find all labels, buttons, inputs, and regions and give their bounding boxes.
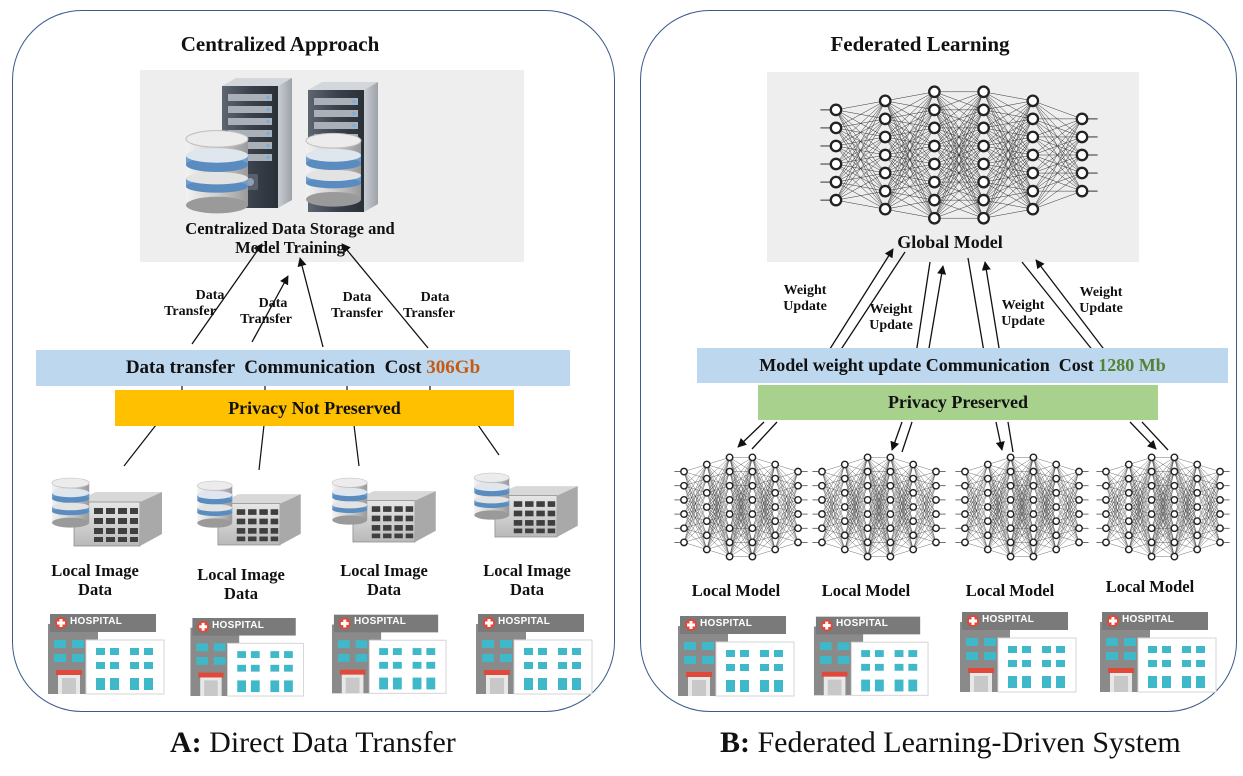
data-transfer-label-line1: Data bbox=[342, 290, 372, 305]
local-image-data-line1: Local Image bbox=[483, 561, 571, 580]
data-transfer-label-line2: Transfer bbox=[240, 312, 292, 328]
database-icon bbox=[305, 132, 362, 208]
privacy-status-bar: Privacy Preserved bbox=[758, 385, 1158, 420]
caption-b-text: Federated Learning-Driven System bbox=[750, 726, 1181, 759]
federated-title: Federated Learning bbox=[830, 32, 1010, 56]
global-neural-network-icon bbox=[820, 85, 1098, 225]
local-image-data-line2: Data bbox=[224, 583, 258, 603]
global-model-box bbox=[767, 72, 1139, 262]
data-transfer-label: Data Transfer bbox=[320, 290, 394, 322]
local-model-label: Local Model bbox=[965, 581, 1055, 600]
data-transfer-label: Data Transfer bbox=[226, 296, 306, 328]
local-image-data-line2: Data bbox=[367, 579, 401, 599]
communication-cost-value: 1280 Mb bbox=[1098, 355, 1166, 375]
data-transfer-label: Data Transfer bbox=[392, 290, 466, 322]
caption-a-letter: A: bbox=[170, 726, 202, 759]
local-image-data-line2: Data bbox=[78, 579, 112, 599]
local-image-data-label: Local Image Data bbox=[186, 565, 296, 604]
local-neural-network-icon bbox=[955, 453, 1089, 561]
local-image-data-line2: Data bbox=[510, 579, 544, 599]
data-transfer-label-line1: Data bbox=[195, 288, 225, 303]
weight-update-label-line1: Weight bbox=[1001, 298, 1045, 313]
weight-update-label-line1: Weight bbox=[783, 283, 827, 298]
local-neural-network-icon bbox=[1096, 453, 1230, 561]
hospital-sign-text: HOSPITAL bbox=[70, 616, 123, 627]
global-model-label: Global Model bbox=[897, 232, 1003, 252]
local-image-data-line1: Local Image bbox=[51, 561, 139, 580]
local-storage-icon bbox=[474, 473, 578, 537]
local-image-data-label: Local Image Data bbox=[40, 561, 150, 600]
local-neural-network-icons bbox=[674, 453, 1230, 561]
communication-cost-bar: Model weight update Communication Cost 1… bbox=[697, 348, 1228, 383]
database-icon bbox=[185, 130, 249, 214]
communication-cost-label: Data transfer Communication Cost bbox=[125, 357, 427, 378]
communication-cost-bar: Data transfer Communication Cost 306Gb bbox=[36, 350, 570, 386]
weight-update-label: Weight Update bbox=[772, 283, 838, 315]
local-model-label: Local Model bbox=[821, 581, 911, 600]
weight-update-label: Weight Update bbox=[1068, 285, 1134, 317]
local-storage-icon bbox=[332, 478, 436, 542]
local-image-data-label: Local Image Data bbox=[329, 561, 439, 600]
communication-cost-label: Model weight update Communication Cost bbox=[759, 355, 1099, 375]
data-transfer-label-line1: Data bbox=[258, 296, 288, 311]
local-neural-network-icon bbox=[812, 453, 946, 561]
caption-b: B: Federated Learning-Driven System bbox=[720, 726, 1181, 760]
data-transfer-label-line2: Transfer bbox=[403, 306, 455, 322]
weight-update-label-line1: Weight bbox=[869, 302, 913, 317]
hospital-sign-text: HOSPITAL bbox=[354, 616, 407, 627]
weight-update-label-line2: Update bbox=[783, 299, 827, 315]
centralized-title: Centralized Approach bbox=[180, 32, 380, 56]
hospital-sign-text: HOSPITAL bbox=[212, 620, 265, 631]
hospital-sign-text: HOSPITAL bbox=[498, 616, 551, 627]
local-neural-network-icon bbox=[674, 453, 808, 561]
hospital-sign-text: HOSPITAL bbox=[700, 618, 753, 629]
central-storage-label: Centralized Data Storage and Model Train… bbox=[152, 219, 428, 258]
hospital-sign-text: HOSPITAL bbox=[1122, 614, 1175, 625]
central-storage-label-line1: Centralized Data Storage and bbox=[185, 219, 395, 238]
local-storage-icon bbox=[197, 481, 301, 545]
caption-a-text: Direct Data Transfer bbox=[201, 726, 456, 759]
data-transfer-label-line1: Data bbox=[420, 290, 450, 305]
local-storage-icon bbox=[52, 478, 162, 546]
local-image-data-line1: Local Image bbox=[197, 565, 285, 584]
caption-a: A: Direct Data Transfer bbox=[170, 726, 456, 760]
local-image-data-line1: Local Image bbox=[340, 561, 428, 580]
weight-update-label-line1: Weight bbox=[1079, 285, 1123, 300]
weight-update-label-line2: Update bbox=[869, 318, 913, 334]
hospital-sign-text: HOSPITAL bbox=[836, 618, 889, 629]
local-model-label: Local Model bbox=[1105, 577, 1195, 596]
data-transfer-label-line2: Transfer bbox=[164, 304, 216, 320]
caption-b-letter: B: bbox=[720, 726, 750, 759]
weight-update-label-line2: Update bbox=[1001, 314, 1045, 330]
weight-update-label: Weight Update bbox=[858, 302, 924, 334]
data-transfer-label: Data Transfer bbox=[150, 288, 230, 320]
privacy-status-bar: Privacy Not Preserved bbox=[115, 390, 514, 426]
hospital-sign-text: HOSPITAL bbox=[982, 614, 1035, 625]
weight-update-label: Weight Update bbox=[990, 298, 1056, 330]
central-storage-label-line2: Model Training bbox=[235, 237, 345, 257]
local-model-label: Local Model bbox=[691, 581, 781, 600]
weight-update-arrows bbox=[737, 248, 1169, 453]
communication-cost-value: 306Gb bbox=[426, 357, 481, 378]
local-image-data-label: Local Image Data bbox=[472, 561, 582, 600]
weight-update-label-line2: Update bbox=[1079, 301, 1123, 317]
data-transfer-arrows bbox=[191, 243, 429, 349]
data-transfer-label-line2: Transfer bbox=[331, 306, 383, 322]
